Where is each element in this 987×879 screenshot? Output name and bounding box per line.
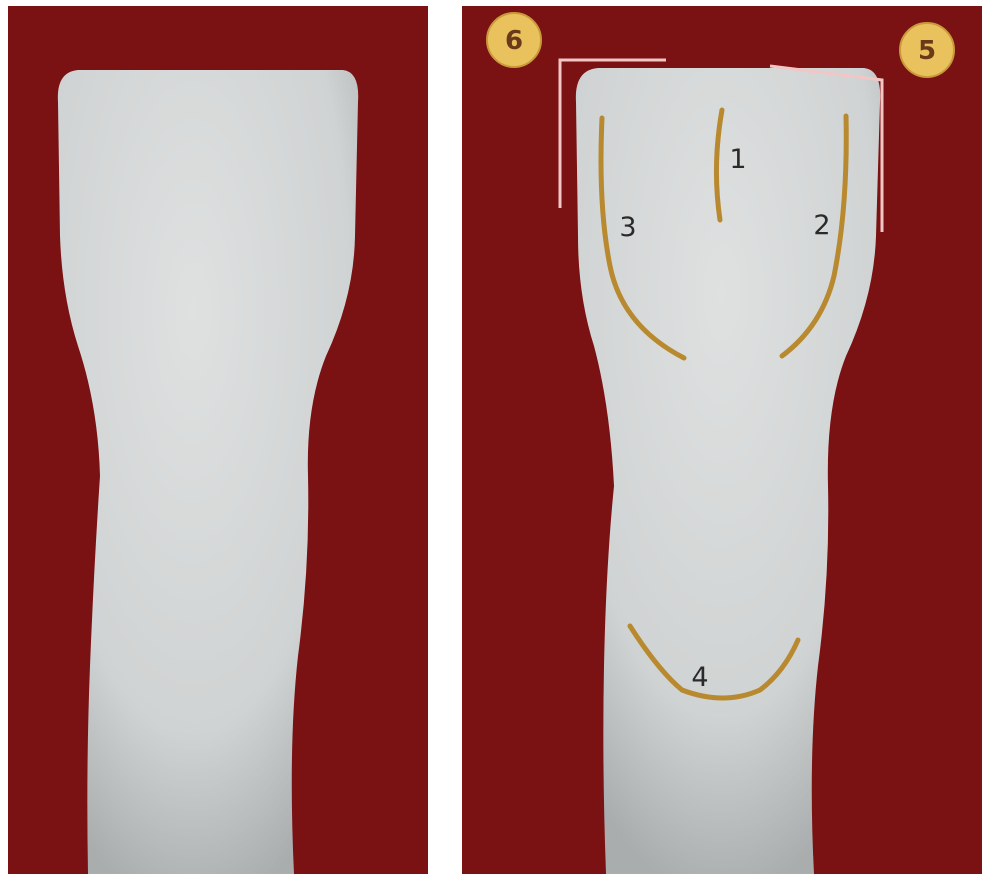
- left-tooth-figure: [8, 6, 428, 874]
- badge-6: 6: [487, 13, 541, 67]
- label-1: 1: [729, 144, 746, 175]
- badge-5: 5: [900, 23, 954, 77]
- right-tooth-figure: 1 2 3 4 6 5: [462, 6, 982, 874]
- label-2: 2: [813, 210, 830, 241]
- label-4: 4: [691, 662, 708, 693]
- badge-5-label: 5: [918, 36, 936, 66]
- label-3: 3: [619, 212, 636, 243]
- left-tooth-panel: [8, 6, 428, 874]
- right-tooth-panel: 1 2 3 4 6 5: [462, 6, 982, 874]
- badge-6-label: 6: [505, 26, 523, 56]
